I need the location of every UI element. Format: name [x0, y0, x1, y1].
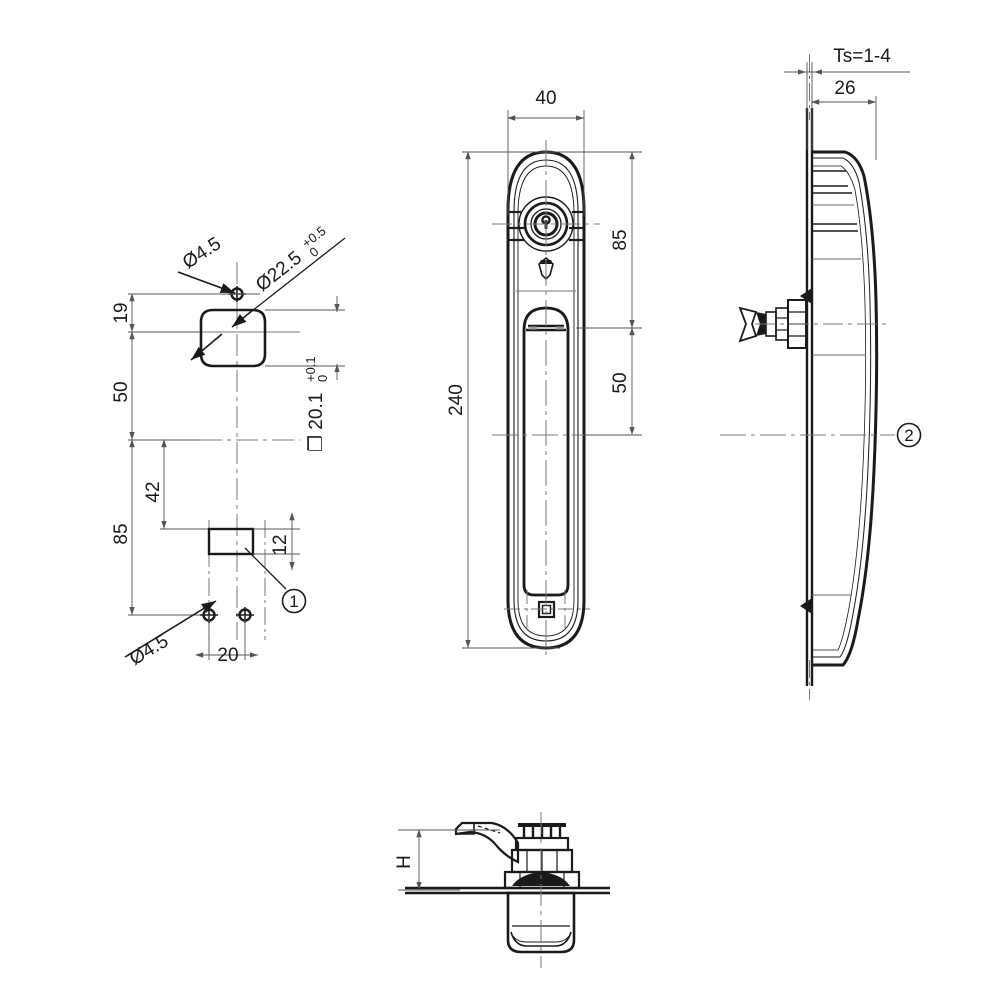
front-handle-recess: [522, 306, 570, 597]
dim-label-detail-h: H: [394, 855, 415, 869]
dim-side-26: 26: [811, 78, 876, 105]
dim-label-front-240: 240: [446, 384, 467, 416]
dim-label-square-sym: ❐ 20.1: [306, 393, 327, 452]
dim-cutout-85: 85: [111, 439, 135, 615]
front-body-inner2: [517, 165, 575, 637]
dim-cutout-19: 19: [111, 293, 135, 332]
side-extension-lines: [786, 62, 910, 160]
balloon-1-label: 1: [289, 592, 298, 611]
side-detail-lines-light: [812, 204, 866, 596]
front-body-inner: [513, 159, 579, 642]
dim-label-20: 20: [217, 645, 238, 666]
dim-label-19: 19: [111, 302, 132, 323]
dim-front-40: 40: [507, 88, 584, 121]
dim-cutout-50: 50: [111, 331, 135, 440]
side-body-inner: [812, 157, 872, 658]
dim-cutout-square: ❐ 20.1 +0.1 0: [303, 296, 340, 452]
side-detail-lines: [812, 170, 858, 232]
dim-label-front-85: 85: [610, 229, 631, 250]
detail-extension-lines: [398, 829, 500, 891]
side-rivets: [800, 288, 812, 614]
side-panel-sheet: [805, 108, 814, 686]
view-front: 40 240 85 50: [446, 88, 642, 660]
dim-label-square-tol-lower: 0: [315, 375, 330, 382]
dim-label-side-26: 26: [834, 78, 855, 99]
side-centerlines: [720, 54, 895, 700]
front-seams: [508, 210, 584, 242]
dim-cutout-12: 12: [270, 512, 295, 570]
detail-knurl: [522, 826, 562, 838]
side-body-outline: [812, 150, 879, 667]
dim-front-50: 50: [610, 327, 635, 435]
dim-label-square-tol-upper: +0.1: [303, 356, 318, 382]
dim-label-50: 50: [111, 381, 132, 402]
view-side: Ts=1-4 26 2: [720, 46, 922, 700]
dim-side-ts: Ts=1-4: [784, 46, 891, 75]
dim-label-42: 42: [143, 481, 164, 502]
dim-label-12: 12: [270, 534, 291, 555]
dim-front-85: 85: [610, 151, 635, 328]
balloon-2-label: 2: [904, 426, 913, 445]
dim-cutout-20: 20: [195, 645, 258, 666]
balloon-2: 2: [896, 422, 922, 448]
side-body-inner2: [812, 165, 867, 651]
view-detail: H: [394, 812, 610, 968]
dim-front-240: 240: [446, 151, 471, 648]
balloon-1: 1: [244, 547, 307, 614]
dim-label-85: 85: [111, 523, 132, 544]
dim-label-front-40: 40: [535, 88, 556, 109]
dim-label-side-ts: Ts=1-4: [833, 46, 891, 67]
cutout-rect-slot: [207, 527, 255, 556]
front-extension-lines: [462, 110, 642, 649]
cutout-main-aperture: [199, 308, 267, 368]
dim-detail-h: H: [394, 829, 422, 890]
dim-cutout-42: 42: [143, 439, 167, 529]
dim-label-front-50: 50: [610, 372, 631, 393]
